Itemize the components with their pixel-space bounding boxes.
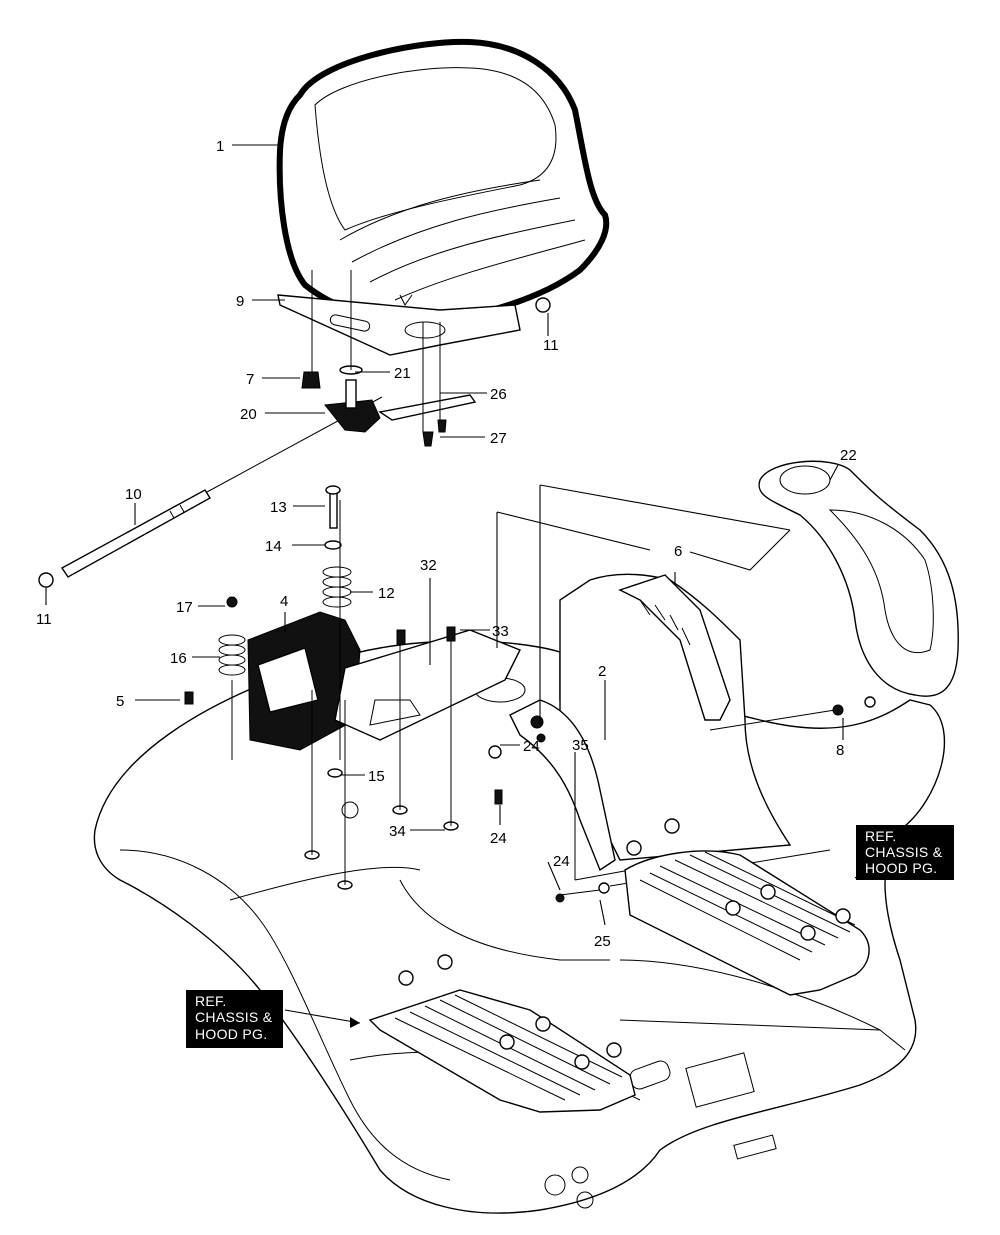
callout-34: 34: [389, 823, 406, 840]
callout-32: 32: [420, 557, 437, 574]
hardware-bolts: [184, 500, 459, 890]
callout-2: 2: [598, 663, 606, 680]
ref-right-line1: REF.: [865, 828, 897, 844]
callout-6: 6: [674, 543, 682, 560]
battery-box: [247, 611, 361, 751]
callout-12: 12: [378, 585, 395, 602]
callout-5: 5: [116, 693, 124, 710]
callout-16: 16: [170, 650, 187, 667]
callout-15: 15: [368, 768, 385, 785]
callout-1: 1: [216, 138, 224, 155]
callout-21: 21: [394, 365, 411, 382]
seat-plate: [277, 294, 521, 356]
ref-right-line3: HOOD PG.: [865, 860, 937, 876]
callout-13: 13: [270, 499, 287, 516]
callout-35: 35: [572, 737, 589, 754]
seat: [276, 38, 610, 326]
callout-20: 20: [240, 406, 257, 423]
ref-right-line2: CHASSIS &: [865, 844, 943, 860]
callout-24-lower: 24: [553, 853, 570, 870]
callout-7: 7: [246, 371, 254, 388]
callout-11-right: 11: [543, 337, 559, 354]
leader-lines: [45, 144, 891, 1028]
callout-33: 33: [492, 623, 509, 640]
callout-labels: 1 9 7 21 11 20 26 27 10 13 14 22 6 32 11…: [36, 138, 857, 950]
callout-8: 8: [836, 742, 844, 759]
callout-14: 14: [265, 538, 282, 555]
bolt: [301, 371, 321, 389]
washer-right: [535, 297, 551, 313]
callout-25: 25: [594, 933, 611, 950]
callout-10: 10: [125, 486, 142, 503]
callout-26: 26: [490, 386, 507, 403]
slide-bracket: [378, 394, 477, 447]
push-fasteners: [398, 818, 851, 1070]
ref-left-line2: CHASSIS &: [195, 1009, 273, 1025]
washer-left: [38, 572, 54, 588]
ref-chassis-hood-left: REF. CHASSIS & HOOD PG.: [186, 990, 283, 1048]
ref-left-line1: REF.: [195, 993, 227, 1009]
spring-assembly-right: [322, 485, 352, 608]
seat-bracket: [324, 365, 381, 433]
ref-chassis-hood-right: REF. CHASSIS & HOOD PG.: [856, 825, 954, 880]
callout-24-upper: 24: [523, 738, 540, 755]
shift-plate: [758, 460, 959, 697]
lever-fender: [509, 573, 792, 872]
spring-assembly-left: [218, 596, 246, 676]
footrest-right: [624, 850, 870, 996]
callout-11-left: 11: [36, 611, 52, 628]
callout-27: 27: [490, 430, 507, 447]
callout-24-middle: 24: [490, 830, 507, 847]
callout-4: 4: [280, 593, 288, 610]
callout-22: 22: [840, 447, 857, 464]
callout-9: 9: [236, 293, 244, 310]
shift-rod: [709, 696, 876, 731]
ref-left-line3: HOOD PG.: [195, 1026, 267, 1042]
callout-17: 17: [176, 599, 193, 616]
